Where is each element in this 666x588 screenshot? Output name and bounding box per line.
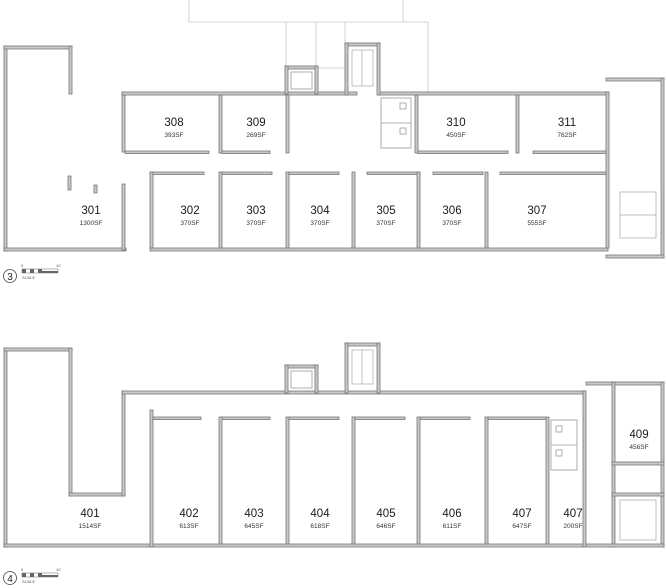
floor-4-scale-bar: 0 10 SCALE [21, 567, 61, 584]
floor-4-label: 4 [7, 574, 13, 585]
floor-4-restrooms [550, 419, 578, 471]
floor-3-plan: 0 10 SCALE 3 [3, 0, 665, 283]
room-311[interactable]: 311 762SF [557, 117, 576, 139]
room-number: 404 [310, 508, 330, 520]
scale-word: SCALE [22, 275, 35, 280]
room-area: 618SF [310, 523, 329, 530]
room-number: 307 [527, 205, 546, 217]
room-402[interactable]: 402 613SF [179, 508, 198, 530]
floor-3-south-partitions [149, 171, 607, 249]
room-area: 1300SF [80, 220, 103, 227]
room-area: 645SF [244, 523, 263, 530]
scale-max: 10 [56, 567, 61, 572]
room-area: 370SF [310, 220, 329, 227]
scale-zero: 0 [21, 567, 24, 572]
floor-3-marker [3, 269, 17, 283]
room-number: 402 [179, 508, 198, 520]
room-number: 302 [180, 205, 199, 217]
room-area: 200SF [563, 523, 582, 530]
site-context-line [285, 22, 345, 69]
floor-3-label: 3 [7, 272, 13, 283]
room-306[interactable]: 306 370SF [442, 205, 461, 227]
room-number: 403 [244, 508, 263, 520]
room-area: 1514SF [79, 523, 102, 530]
room-407[interactable]: 407 647SF [512, 508, 531, 530]
scale-max: 10 [56, 263, 61, 268]
room-number: 303 [246, 205, 265, 217]
room-area: 370SF [180, 220, 199, 227]
room-number: 308 [164, 117, 183, 129]
room-number: 309 [246, 117, 265, 129]
floor-3-scale-bar: 0 10 SCALE [21, 263, 61, 280]
room-409[interactable]: 409 456SF [629, 429, 648, 451]
room-area: 555SF [527, 220, 546, 227]
room-302[interactable]: 302 370SF [180, 205, 199, 227]
room-number: 401 [80, 508, 99, 520]
room-number: 305 [376, 205, 395, 217]
room-area: 269SF [246, 132, 265, 139]
room-403[interactable]: 403 645SF [244, 508, 263, 530]
room-305[interactable]: 305 370SF [376, 205, 395, 227]
room-number: 409 [629, 429, 648, 441]
floor-3-north-partitions [124, 94, 607, 154]
room-area: 647SF [512, 523, 531, 530]
room-area: 370SF [246, 220, 265, 227]
room-area: 613SF [179, 523, 198, 530]
room-number: 405 [376, 508, 395, 520]
room-401[interactable]: 401 1514SF [79, 508, 102, 530]
room-area: 370SF [376, 220, 395, 227]
room-area: 646SF [376, 523, 395, 530]
room-area: 370SF [442, 220, 461, 227]
room-404[interactable]: 404 618SF [310, 508, 330, 530]
floor-4-marker [3, 571, 17, 585]
room-number: 311 [558, 117, 576, 129]
floor-4-north-stair [344, 342, 381, 394]
room-401-walls [3, 347, 151, 548]
room-304[interactable]: 304 370SF [310, 205, 330, 227]
room-301[interactable]: 301 1300SF [80, 205, 103, 227]
room-number: 301 [81, 205, 100, 217]
floor-3-restrooms [380, 97, 412, 149]
room-area: 762SF [557, 132, 576, 139]
floor-4-plan: 0 10 SCALE 4 [3, 342, 665, 585]
scale-zero: 0 [21, 263, 24, 268]
floor-3-elevator [284, 65, 319, 95]
room-407-small[interactable]: 407 200SF [563, 508, 582, 530]
room-area: 450SF [446, 132, 465, 139]
floor-4-outer-walls [121, 390, 587, 548]
room-number: 406 [442, 508, 461, 520]
floor-4-partitions [152, 416, 550, 545]
room-area: 456SF [629, 444, 648, 451]
floor-4-elevator [284, 364, 319, 394]
room-309[interactable]: 309 269SF [246, 117, 265, 139]
floor-3-north-stair [344, 42, 381, 96]
site-context-line [188, 0, 429, 92]
room-406[interactable]: 406 611SF [442, 508, 461, 530]
room-number: 304 [310, 205, 330, 217]
room-area: 393SF [164, 132, 183, 139]
room-number: 310 [446, 117, 465, 129]
floor-3-east-stair [605, 77, 665, 259]
room-number: 306 [442, 205, 461, 217]
room-area: 611SF [443, 523, 462, 530]
room-303[interactable]: 303 370SF [246, 205, 265, 227]
room-number: 407 [563, 508, 582, 520]
room-310[interactable]: 310 450SF [446, 117, 465, 139]
room-307[interactable]: 307 555SF [527, 205, 546, 227]
room-405[interactable]: 405 646SF [376, 508, 395, 530]
room-number: 407 [512, 508, 531, 520]
floor-3-outer-walls [121, 91, 610, 252]
room-409-walls [585, 381, 665, 548]
room-301-walls [3, 45, 127, 252]
room-308[interactable]: 308 393SF [164, 117, 183, 139]
scale-word: SCALE [22, 579, 35, 584]
